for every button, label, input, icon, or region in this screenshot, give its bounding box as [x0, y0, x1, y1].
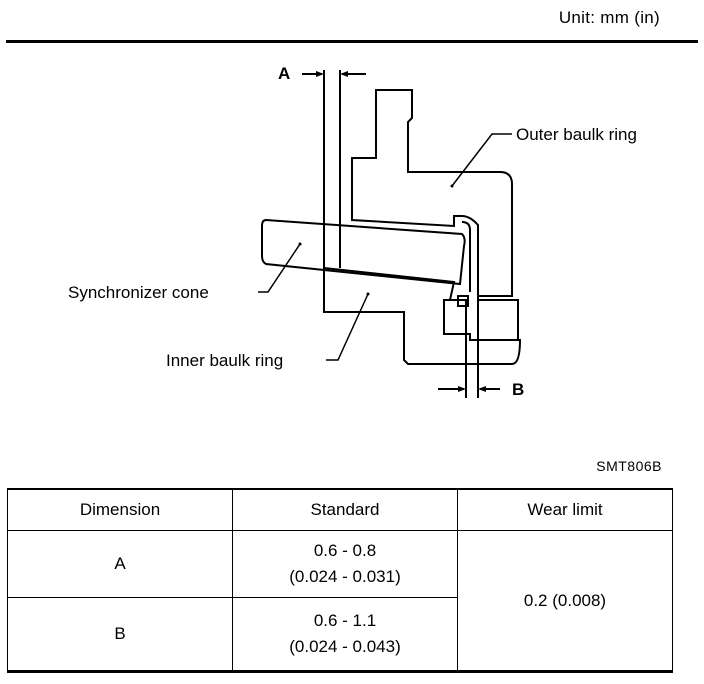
- table-row: B 0.6 - 1.1 (0.024 - 0.043): [7, 597, 673, 673]
- sync-cone-leader: [258, 243, 301, 293]
- top-rule: [6, 40, 698, 43]
- outer-baulk-ring-label: Outer baulk ring: [516, 125, 637, 144]
- inner-baulk-ring-shape: [323, 266, 522, 365]
- dimension-spec-table: Dimension Standard Wear limit A 0.6 - 0.…: [7, 488, 673, 673]
- wear-limit-cell: 0.2 (0.008): [457, 530, 673, 673]
- outer-ring-leader: [451, 133, 512, 187]
- ring-spacer-block: [478, 299, 519, 340]
- inner-baulk-ring-label: Inner baulk ring: [166, 351, 283, 370]
- dimension-b-marker: [438, 296, 500, 398]
- standard-mm: 0.6 - 0.8: [313, 541, 377, 560]
- table-row: A 0.6 - 0.8 (0.024 - 0.031) 0.2 (0.008): [7, 530, 673, 673]
- label-a: A: [278, 64, 290, 83]
- standard-mm: 0.6 - 1.1: [313, 611, 377, 630]
- inner-ring-leader: [326, 293, 369, 361]
- dimension-a-marker: [302, 70, 366, 312]
- table-header-row: Dimension Standard Wear limit: [7, 488, 673, 531]
- baulk-ring-diagram: A B Outer baulk ring Synchronizer cone I…: [68, 64, 637, 399]
- dimension-cell: B: [7, 597, 233, 673]
- standard-in: (0.024 - 0.031): [289, 567, 401, 586]
- header-dimension: Dimension: [7, 488, 233, 531]
- header-standard: Standard: [232, 488, 458, 531]
- standard-in: (0.024 - 0.043): [289, 637, 401, 656]
- figure-code: SMT806B: [596, 458, 662, 474]
- dimension-cell: A: [7, 530, 233, 598]
- label-b: B: [512, 380, 524, 399]
- outer-baulk-ring-shape: [351, 89, 513, 297]
- synchronizer-cone-shape: [261, 218, 466, 286]
- standard-cell: 0.6 - 0.8 (0.024 - 0.031): [232, 530, 458, 598]
- synchronizer-cone-label: Synchronizer cone: [68, 283, 209, 302]
- standard-cell: 0.6 - 1.1 (0.024 - 0.043): [232, 597, 458, 673]
- header-wear-limit: Wear limit: [457, 488, 673, 531]
- unit-label: Unit: mm (in): [558, 8, 660, 27]
